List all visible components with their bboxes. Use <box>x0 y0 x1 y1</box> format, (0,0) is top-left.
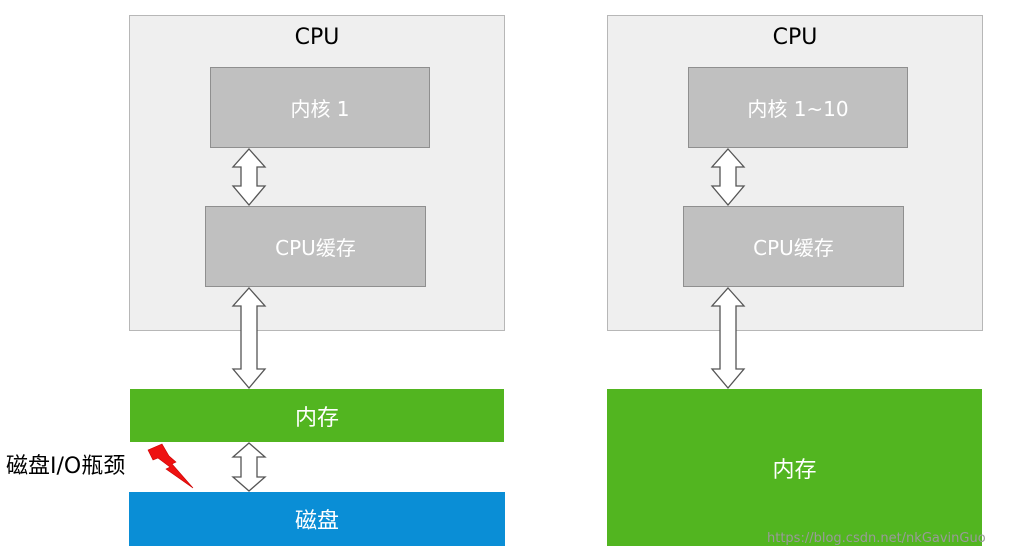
left-core-cache-arrow <box>231 148 267 207</box>
left-core-box: 内核 1 <box>210 67 430 148</box>
disk-io-bottleneck-label: 磁盘I/O瓶颈 <box>6 454 126 479</box>
left-cache-memory-arrow <box>231 287 267 390</box>
right-cpu-title: CPU <box>772 25 818 50</box>
left-disk-box: 磁盘 <box>129 492 505 546</box>
right-cache-box: CPU缓存 <box>683 206 904 287</box>
watermark: https://blog.csdn.net/nkGavinGuo <box>767 531 986 546</box>
right-cache-memory-arrow <box>710 287 746 390</box>
right-core-cache-arrow <box>710 148 746 207</box>
left-memory-disk-arrow <box>231 442 267 492</box>
left-cpu-title: CPU <box>294 25 340 50</box>
lightning-bolt-icon <box>147 443 194 489</box>
left-memory-box: 内存 <box>130 389 504 442</box>
left-cache-box: CPU缓存 <box>205 206 426 287</box>
right-memory-box: 内存 <box>607 389 982 546</box>
right-core-box: 内核 1~10 <box>688 67 908 148</box>
